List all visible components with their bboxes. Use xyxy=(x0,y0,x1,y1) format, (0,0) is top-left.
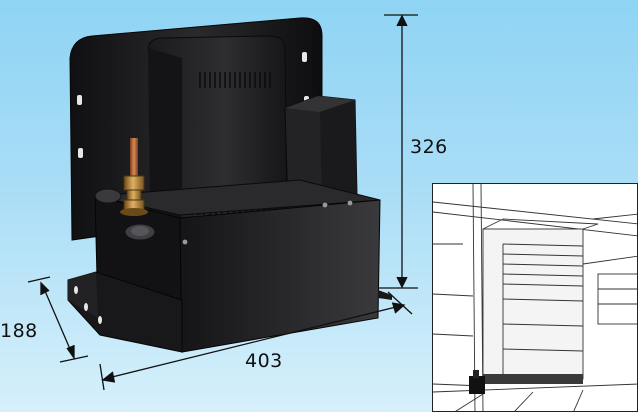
installation-sketch xyxy=(433,184,637,411)
width-dimension-label: 403 xyxy=(245,350,283,372)
mounting-flange xyxy=(67,271,392,353)
discharge-fitting xyxy=(120,138,148,216)
dimension-line-height xyxy=(378,14,418,289)
installation-inset xyxy=(432,183,638,412)
height-dimension-label: 326 xyxy=(410,136,448,158)
depth-dimension-label: 188 xyxy=(0,320,38,342)
pump-unit-in-sketch xyxy=(469,376,485,394)
dimension-line-width xyxy=(99,291,413,391)
pump-housing xyxy=(147,35,288,223)
dimension-line-depth xyxy=(27,276,89,363)
